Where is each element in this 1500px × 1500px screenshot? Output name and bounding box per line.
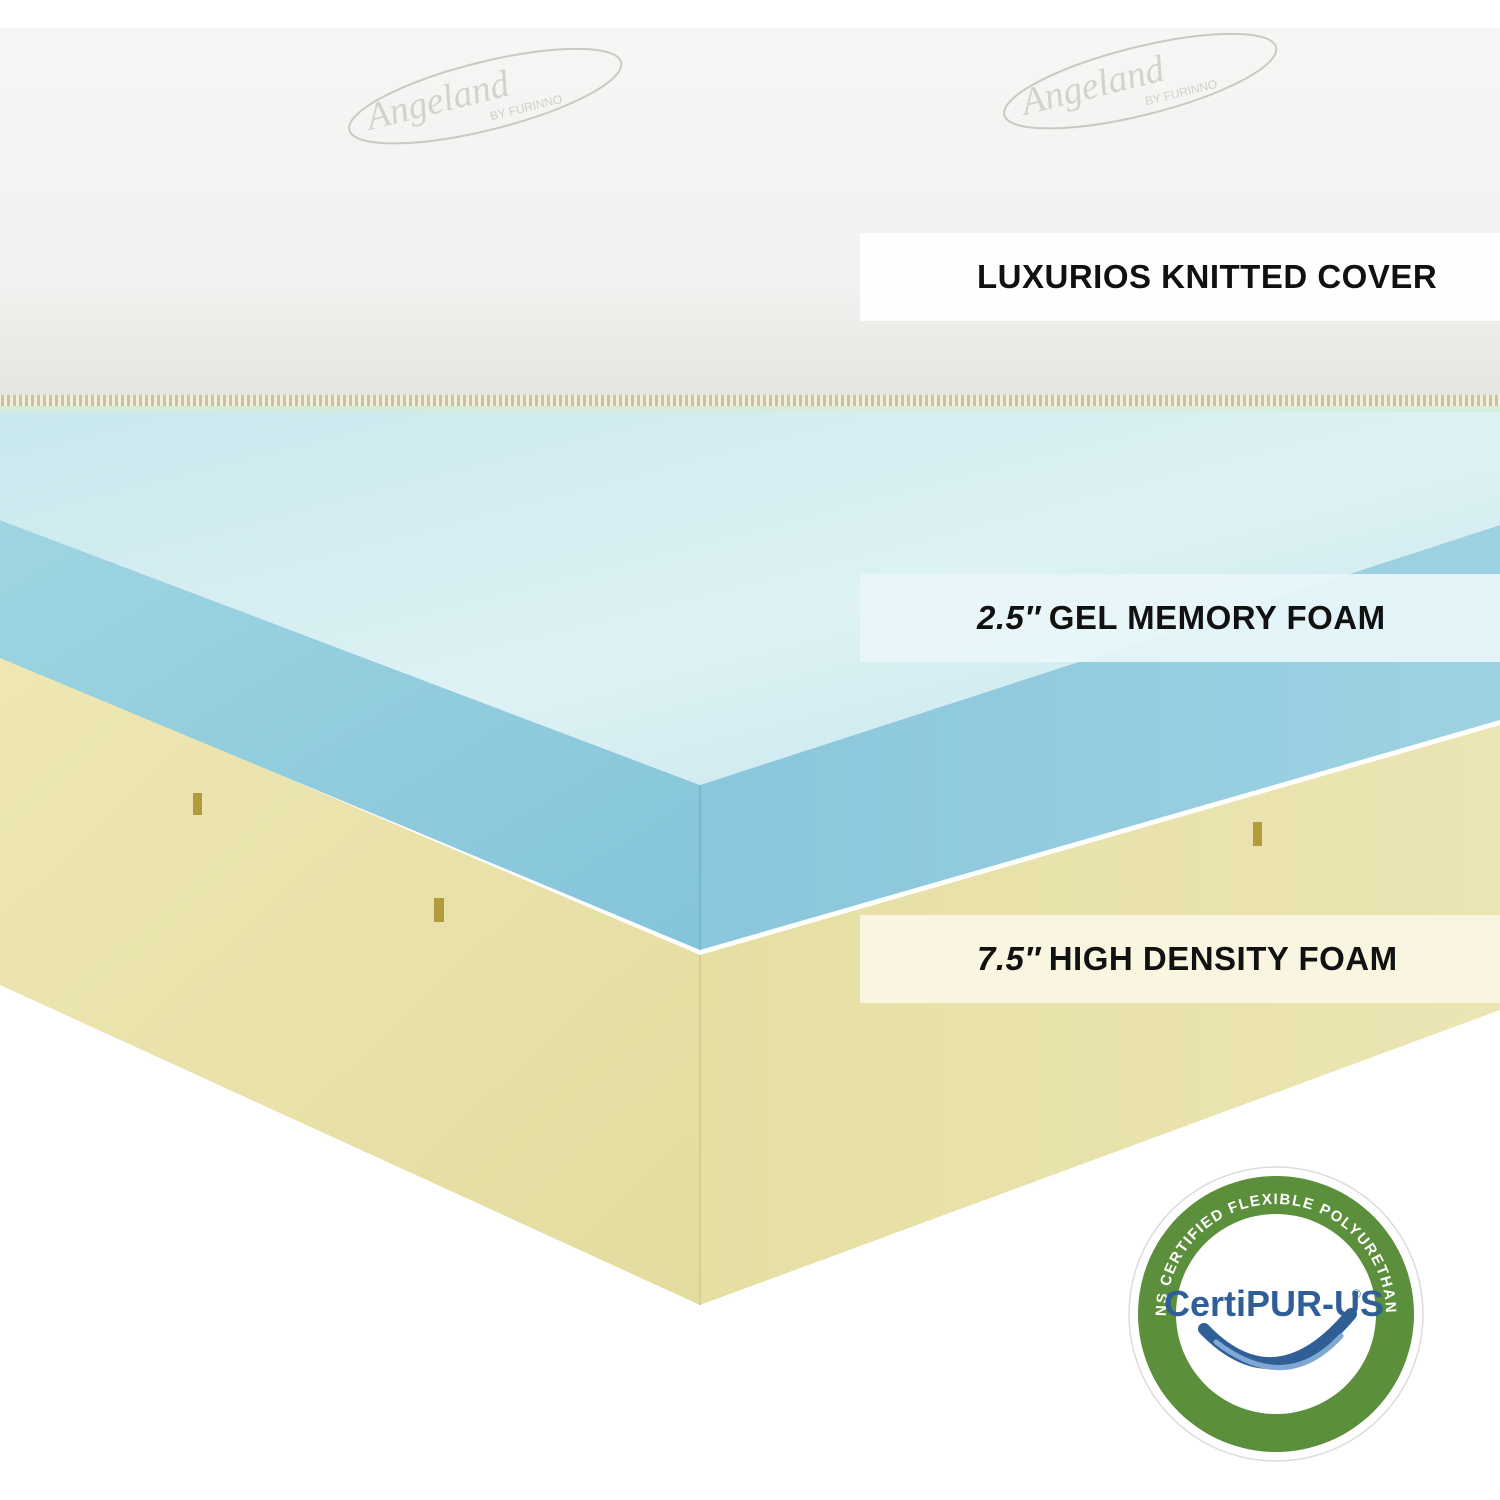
badge-logo-text: CertiPUR-US	[1164, 1283, 1384, 1324]
label-high-density-foam: 7.5″ HIGH DENSITY FOAM	[860, 915, 1500, 1003]
label-base-text: HIGH DENSITY FOAM	[1048, 940, 1398, 977]
badge-registered-mark: ®	[1352, 1287, 1361, 1301]
certipur-us-badge: CONTAINS CERTIFIED FLEXIBLE POLYURETHANE…	[1126, 1164, 1424, 1462]
foam-notch-1	[193, 793, 202, 815]
base-foam-left-face	[0, 655, 700, 1305]
label-gel-measure: 2.5″	[977, 599, 1041, 636]
gel-foam-top-face	[0, 405, 1500, 785]
foam-notch-3	[1253, 822, 1262, 846]
label-gel-text: GEL MEMORY FOAM	[1048, 599, 1386, 636]
base-foam-right-face	[700, 725, 1500, 1305]
foam-notch-2	[434, 898, 444, 922]
label-gel-memory-foam: 2.5″ GEL MEMORY FOAM	[860, 574, 1500, 662]
label-knitted-cover: LUXURIOS KNITTED COVER	[860, 233, 1500, 321]
knitted-cover	[0, 28, 1500, 400]
label-base-measure: 7.5″	[977, 940, 1041, 977]
cover-zipper	[0, 395, 1500, 406]
label-cover-text: LUXURIOS KNITTED COVER	[977, 258, 1438, 295]
gel-foam-left-face	[0, 520, 700, 950]
